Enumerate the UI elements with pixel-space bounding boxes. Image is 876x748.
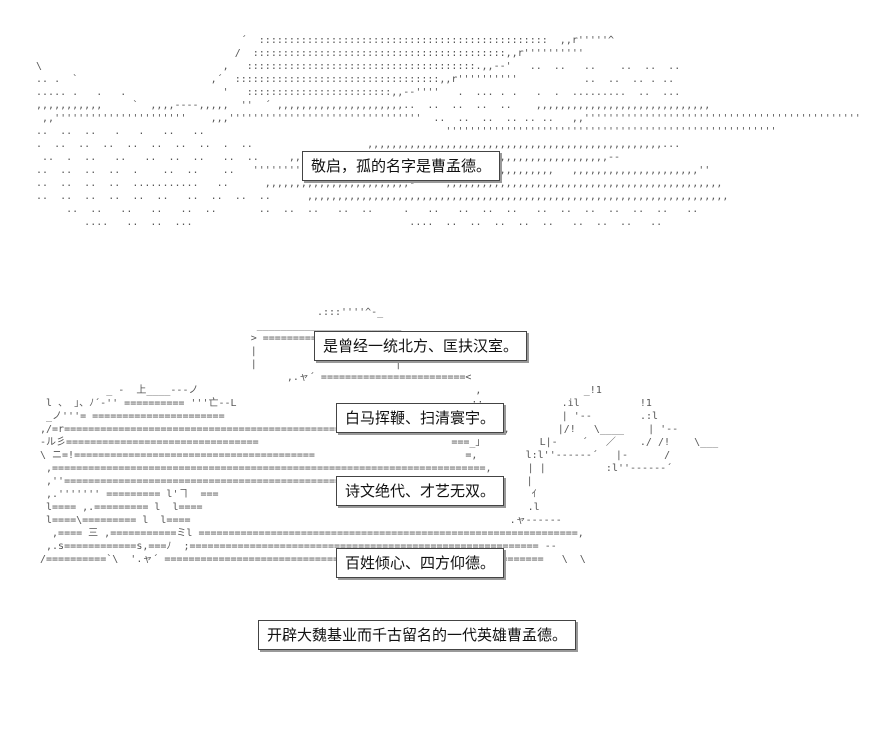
caption-text-5: 百姓倾心、四方仰德。: [345, 554, 496, 572]
caption-box-3: 白马挥鞭、扫清寰宇。: [336, 403, 505, 433]
caption-text-4: 诗文绝代、才艺无双。: [345, 482, 496, 500]
caption-text-2: 是曾经一统北方、匡扶汉室。: [323, 337, 519, 355]
caption-text-3: 白马挥鞭、扫清寰宇。: [345, 409, 496, 427]
caption-box-4: 诗文绝代、才艺无双。: [336, 476, 505, 506]
caption-box-6: 开辟大魏基业而千古留名的一代英雄曹孟德。: [258, 620, 577, 650]
caption-box-2: 是曾经一统北方、匡扶汉室。: [314, 331, 528, 361]
caption-box-5: 百姓倾心、四方仰德。: [336, 548, 505, 578]
ascii-art-sky: ´ ::::::::::::::::::::::::::::::::::::::…: [36, 35, 861, 228]
caption-text-1: 敬启，孤的名字是曹孟德。: [311, 157, 492, 175]
caption-box-1: 敬启，孤的名字是曹孟德。: [302, 151, 501, 181]
caption-text-6: 开辟大魏基业而千古留名的一代英雄曹孟德。: [267, 626, 568, 644]
